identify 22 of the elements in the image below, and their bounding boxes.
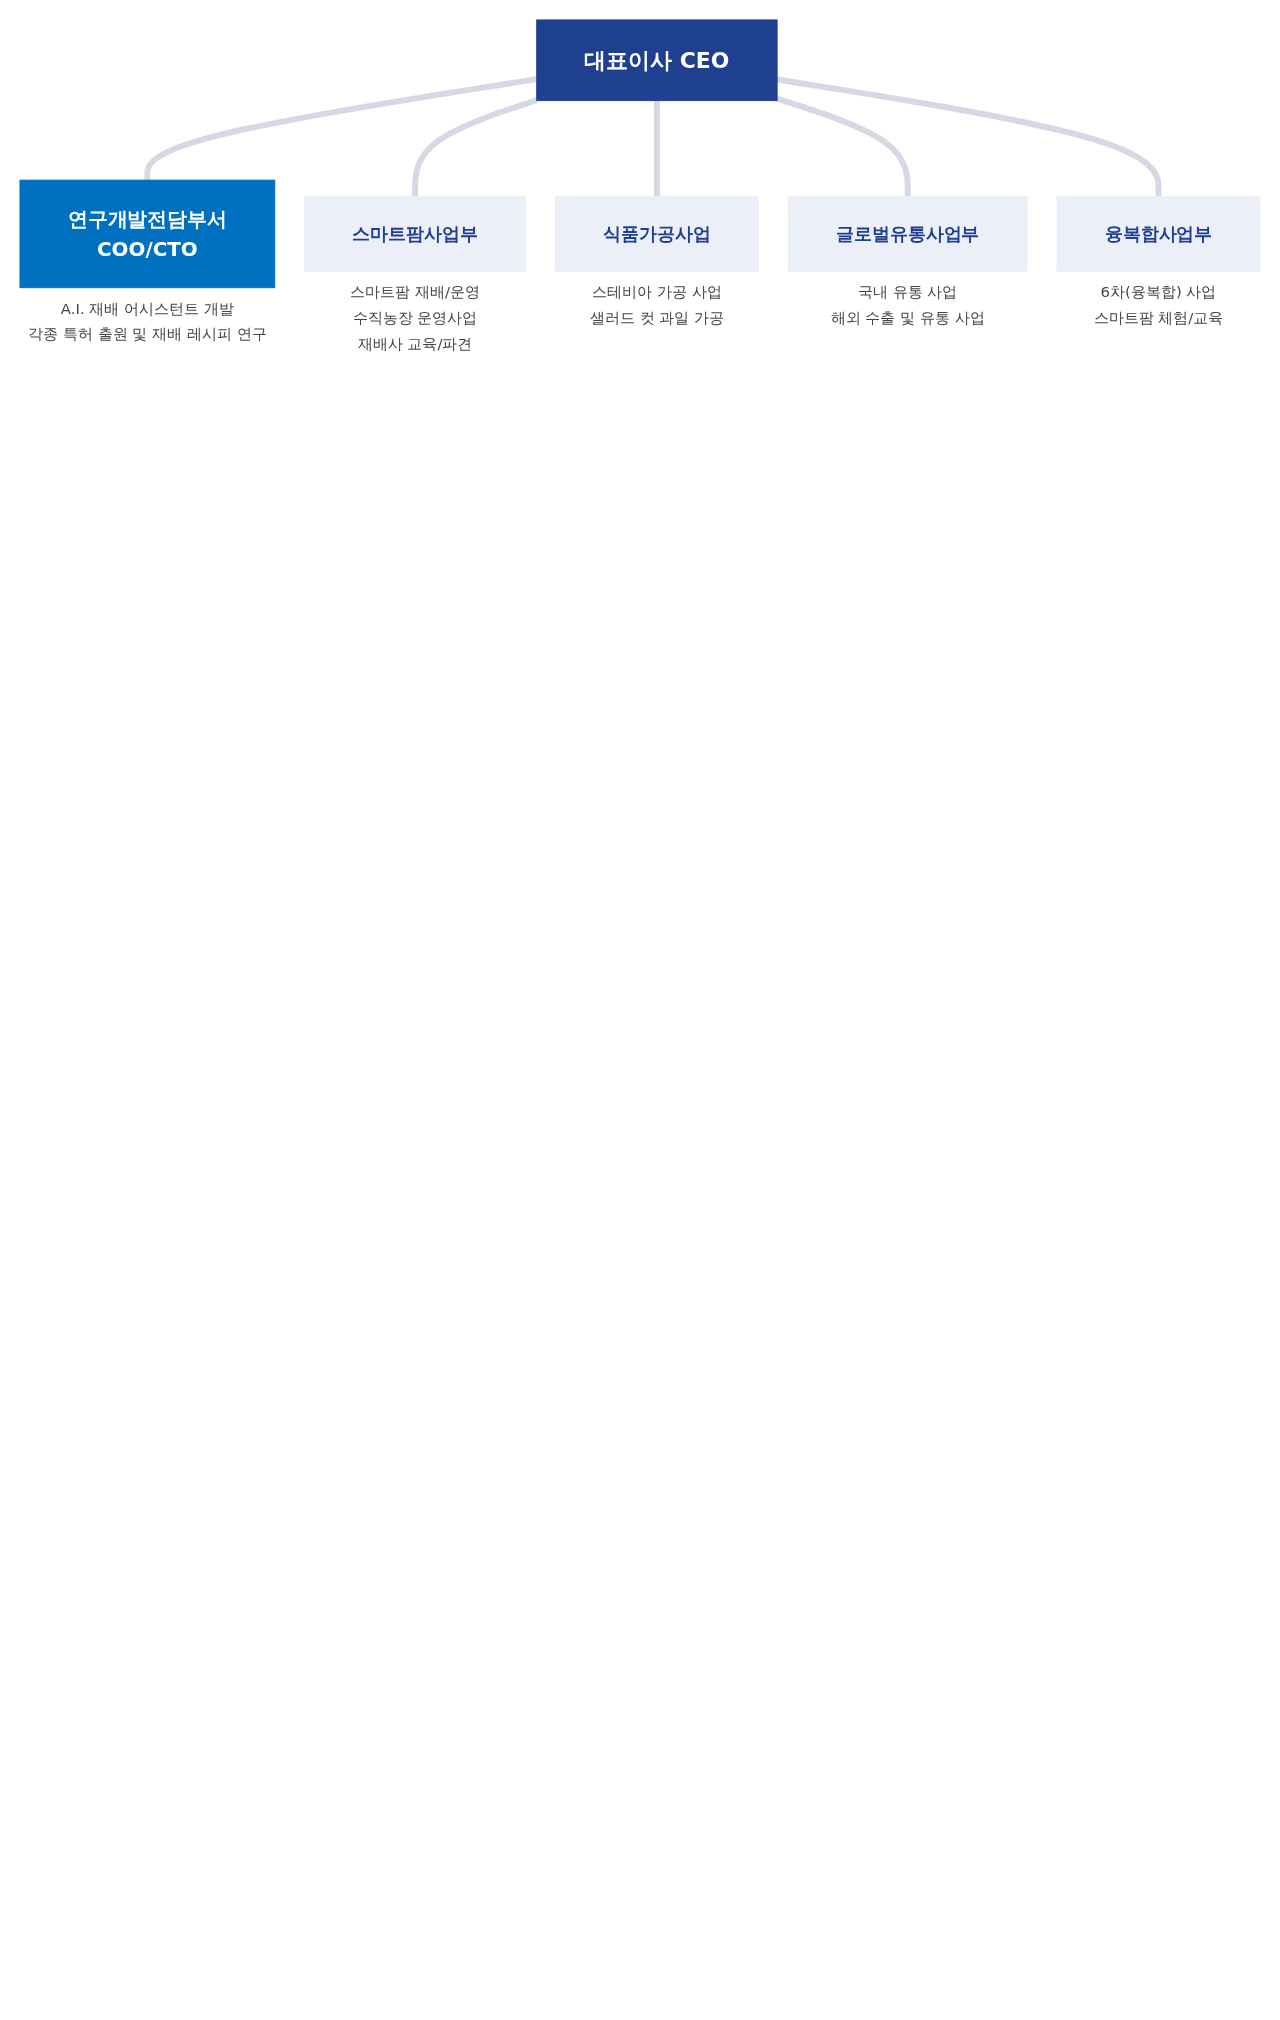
node-box: 연구개발전담부서 COO/CTO — [19, 179, 276, 289]
duty-text: A.I. 재배 어시스턴트 개발 — [60, 299, 234, 318]
duty-text: 샐러드 컷 과일 가공 — [589, 309, 725, 327]
duty-text: 스테비아 가공 사업 — [592, 283, 722, 302]
duty-text: 재배사 교육/파견 — [357, 334, 473, 353]
duty-text: 국내 유통 사업 — [857, 283, 958, 302]
node-box: 융복합사업부 — [1056, 196, 1261, 272]
node-box: 스마트팜사업부 — [304, 196, 527, 272]
duty-text: 스마트팜 체험/교육 — [1093, 309, 1224, 327]
duty-text: 각종 특허 출원 및 재배 레시피 연구 — [28, 325, 267, 344]
connector — [144, 76, 538, 181]
connector — [776, 95, 911, 197]
connector — [412, 97, 538, 197]
node-box: 식품가공사업 — [554, 196, 759, 272]
duty-text: 6차(융복합) 사업 — [1100, 283, 1217, 302]
node-box: 대표이사 CEO — [536, 19, 778, 102]
duty-text: 해외 수출 및 유통 사업 — [830, 309, 985, 327]
connector — [776, 76, 1162, 197]
duty-text: 스마트팜 재배/운영 — [350, 283, 480, 302]
node-box: 글로벌유통사업부 — [787, 196, 1028, 272]
connector — [653, 100, 660, 197]
duty-text: 수직농장 운영사업 — [352, 309, 478, 327]
